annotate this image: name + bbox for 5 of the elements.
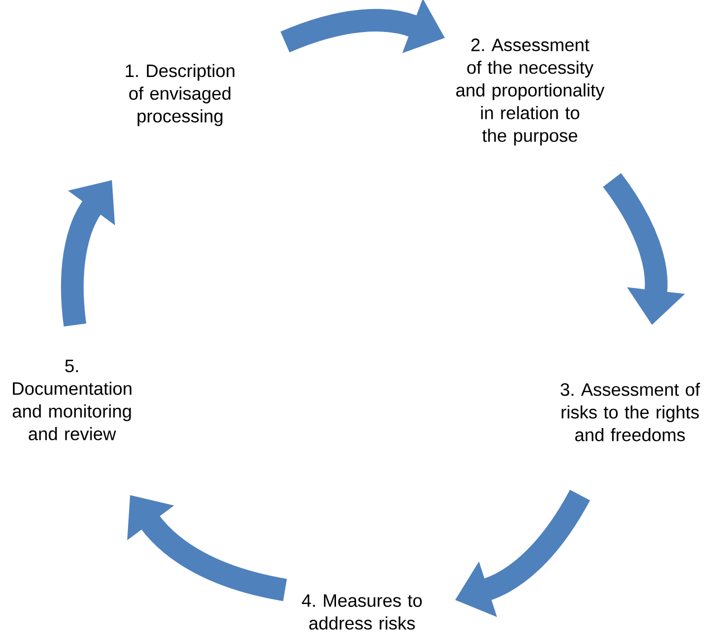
step-text: 1. Description of envisaged processing — [126, 64, 234, 126]
step-text: 3. Assessment of risks to the rights and freedoms — [560, 382, 700, 442]
step-text: 2. Assessment of the necessity and proportionality in relation to the purpose — [456, 38, 604, 146]
step-text: 4. Measures to address risks — [302, 594, 422, 630]
step-text: 5. Documentation and monitoring and review — [12, 360, 132, 440]
